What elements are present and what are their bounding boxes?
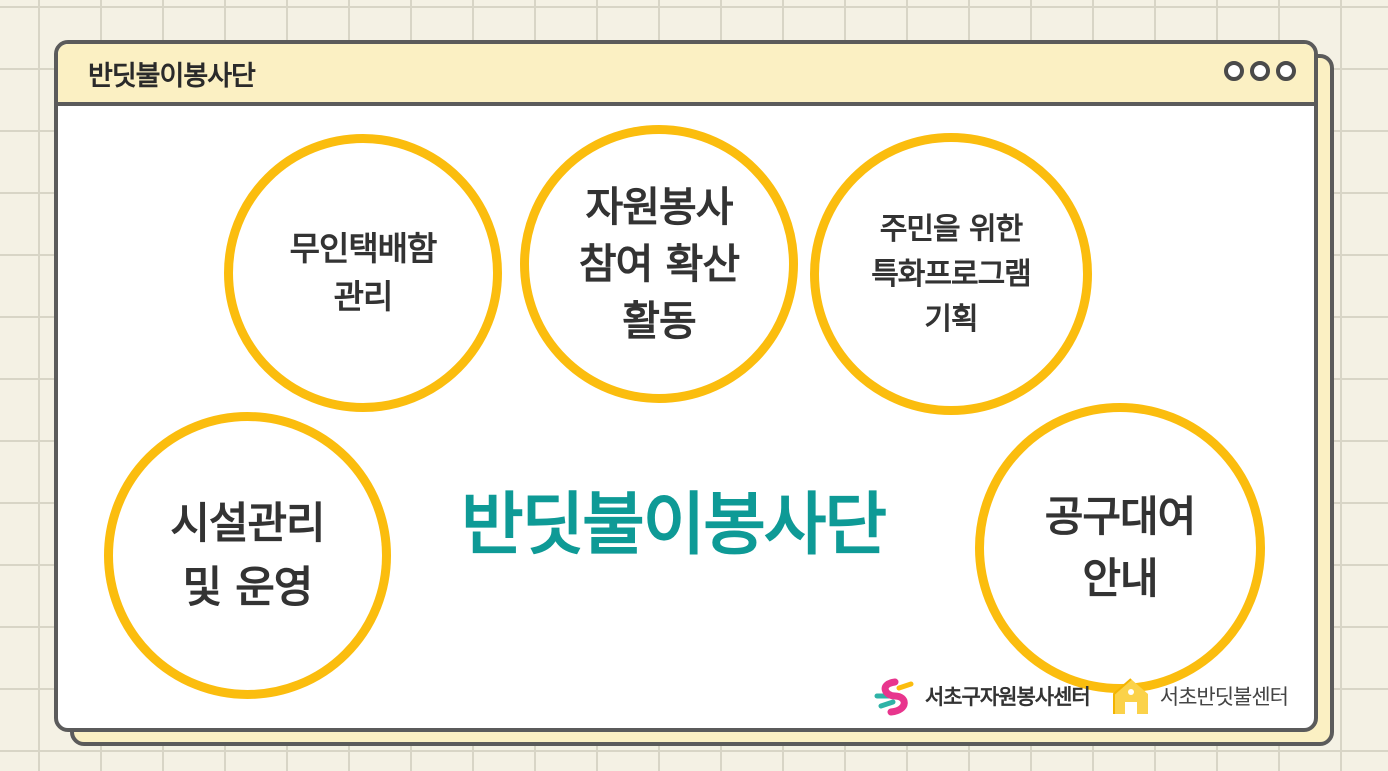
seocho-firefly-center-logo: 서초반딧불센터 bbox=[1110, 676, 1289, 716]
bubble-text: 및 운영 bbox=[182, 562, 314, 613]
bubble-text: 시설관리 bbox=[170, 498, 325, 549]
volunteer-center-mark-icon bbox=[874, 678, 914, 716]
bubble-text: 기획 bbox=[924, 301, 978, 337]
bubble-volunteer: 자원봉사 참여 확산 활동 bbox=[520, 125, 798, 403]
house-icon bbox=[1112, 678, 1148, 714]
bubble-text: 공구대여 bbox=[1044, 492, 1197, 541]
bubble-parcel-locker: 무인택배함 관리 bbox=[224, 134, 502, 412]
seocho-volunteer-center-logo: 서초구자원봉사센터 bbox=[871, 676, 1091, 716]
window-control-dot-icon bbox=[1224, 61, 1244, 81]
bubble-text: 특화프로그램 bbox=[871, 256, 1032, 292]
window-controls bbox=[1224, 61, 1296, 81]
bubble-facility: 시설관리 및 운영 bbox=[104, 412, 391, 699]
footer-logos: 서초구자원봉사센터 서초반딧불센터 bbox=[871, 676, 1289, 716]
bubble-text: 주민을 위한 bbox=[879, 211, 1023, 247]
bubble-text: 참여 확산 bbox=[578, 239, 740, 288]
bubble-text: 무인택배함 bbox=[289, 229, 438, 268]
window-control-dot-icon bbox=[1250, 61, 1270, 81]
bubble-program: 주민을 위한 특화프로그램 기획 bbox=[810, 133, 1092, 415]
window-title: 반딧불이봉사단 bbox=[88, 61, 256, 92]
bubble-text: 활동 bbox=[622, 296, 696, 345]
logo-text-volunteer-center: 서초구자원봉사센터 bbox=[924, 685, 1091, 709]
logo-text-firefly-center: 서초반딧불센터 bbox=[1159, 685, 1289, 709]
slide-window: 반딧불이봉사단 무인택배함 관리 자원봉사 참여 확산 활동 주민을 위한 특화… bbox=[54, 40, 1318, 732]
bubble-text: 관리 bbox=[333, 277, 394, 316]
title-bar: 반딧불이봉사단 bbox=[58, 44, 1314, 106]
bubble-text: 자원봉사 bbox=[585, 182, 734, 231]
main-title: 반딧불이봉사단 bbox=[461, 486, 887, 565]
bubble-tool-rental: 공구대여 안내 bbox=[975, 403, 1265, 693]
bubble-text: 안내 bbox=[1082, 554, 1158, 603]
window-control-dot-icon bbox=[1276, 61, 1296, 81]
